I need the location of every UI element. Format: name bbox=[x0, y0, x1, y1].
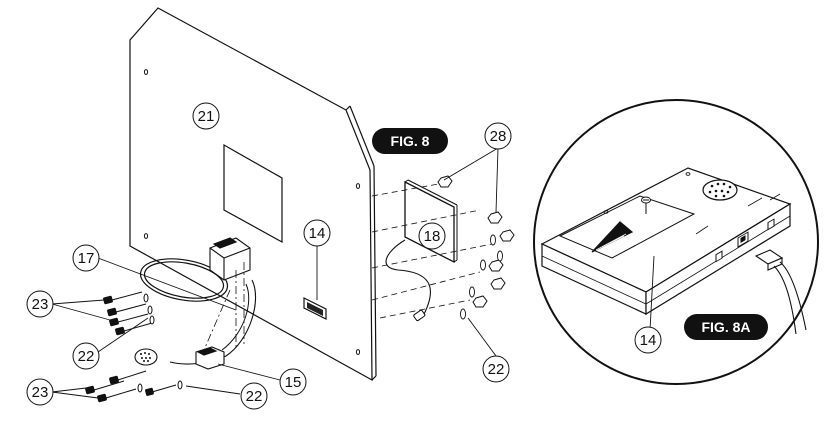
hex-nuts-28 bbox=[437, 175, 515, 308]
detail-speaker-holes bbox=[708, 182, 732, 198]
bracket-cable bbox=[169, 279, 256, 365]
detail-small-holes bbox=[603, 172, 691, 214]
detail-device-14 bbox=[540, 167, 792, 316]
callout-23-top: 23 bbox=[26, 290, 54, 318]
screws-23-top bbox=[103, 291, 155, 336]
callout-21: 21 bbox=[192, 102, 220, 130]
svg-text:21: 21 bbox=[198, 108, 215, 125]
speaker-disc bbox=[134, 348, 158, 366]
svg-text:28: 28 bbox=[490, 128, 507, 145]
svg-text:FIG. 8: FIG. 8 bbox=[391, 133, 430, 149]
washers bbox=[460, 234, 503, 320]
fig-8-label: FIG. 8 bbox=[372, 128, 448, 154]
leader-lines bbox=[51, 147, 499, 399]
callout-15: 15 bbox=[279, 368, 307, 396]
svg-text:18: 18 bbox=[424, 228, 441, 245]
callout-18: 18 bbox=[418, 222, 446, 250]
plate-projection-lines bbox=[371, 182, 493, 319]
panel-module-14 bbox=[303, 297, 327, 320]
panel-holes bbox=[143, 69, 361, 355]
svg-text:15: 15 bbox=[285, 374, 302, 391]
bracket-assembly bbox=[209, 237, 251, 281]
connector-block-15 bbox=[195, 346, 225, 370]
callout-23-bottom: 23 bbox=[26, 378, 54, 406]
svg-text:22: 22 bbox=[246, 388, 263, 405]
svg-text:23: 23 bbox=[32, 296, 49, 313]
callout-22-bottom: 22 bbox=[240, 382, 268, 410]
bracket-cable-2 bbox=[221, 283, 250, 351]
callout-17: 17 bbox=[72, 244, 100, 272]
detail-ports bbox=[715, 218, 775, 263]
svg-text:22: 22 bbox=[78, 348, 95, 365]
detail-usb-plug bbox=[754, 249, 807, 335]
detail-switch-marks bbox=[695, 193, 781, 235]
callout-22-left: 22 bbox=[72, 342, 100, 370]
svg-text:14: 14 bbox=[309, 225, 326, 242]
svg-text:17: 17 bbox=[78, 250, 95, 267]
svg-text:22: 22 bbox=[488, 361, 505, 378]
detail-screw bbox=[641, 196, 651, 214]
callout-14-main: 14 bbox=[303, 219, 331, 247]
fig-8a-label: FIG. 8A bbox=[684, 314, 768, 340]
plate-wire bbox=[385, 239, 431, 319]
svg-text:23: 23 bbox=[32, 384, 49, 401]
callout-22-right: 22 bbox=[482, 355, 510, 383]
mounting-plate-18 bbox=[404, 179, 458, 264]
callout-14-detail: 14 bbox=[634, 326, 662, 354]
svg-text:14: 14 bbox=[640, 332, 657, 349]
svg-text:FIG. 8A: FIG. 8A bbox=[701, 319, 750, 335]
panel-cutout bbox=[223, 143, 283, 244]
mounting-ring-17 bbox=[139, 258, 229, 302]
detail-leader-14 bbox=[649, 255, 655, 331]
screws-23-bottom bbox=[85, 370, 183, 403]
callout-28: 28 bbox=[484, 122, 512, 150]
wire-connector bbox=[413, 309, 426, 322]
